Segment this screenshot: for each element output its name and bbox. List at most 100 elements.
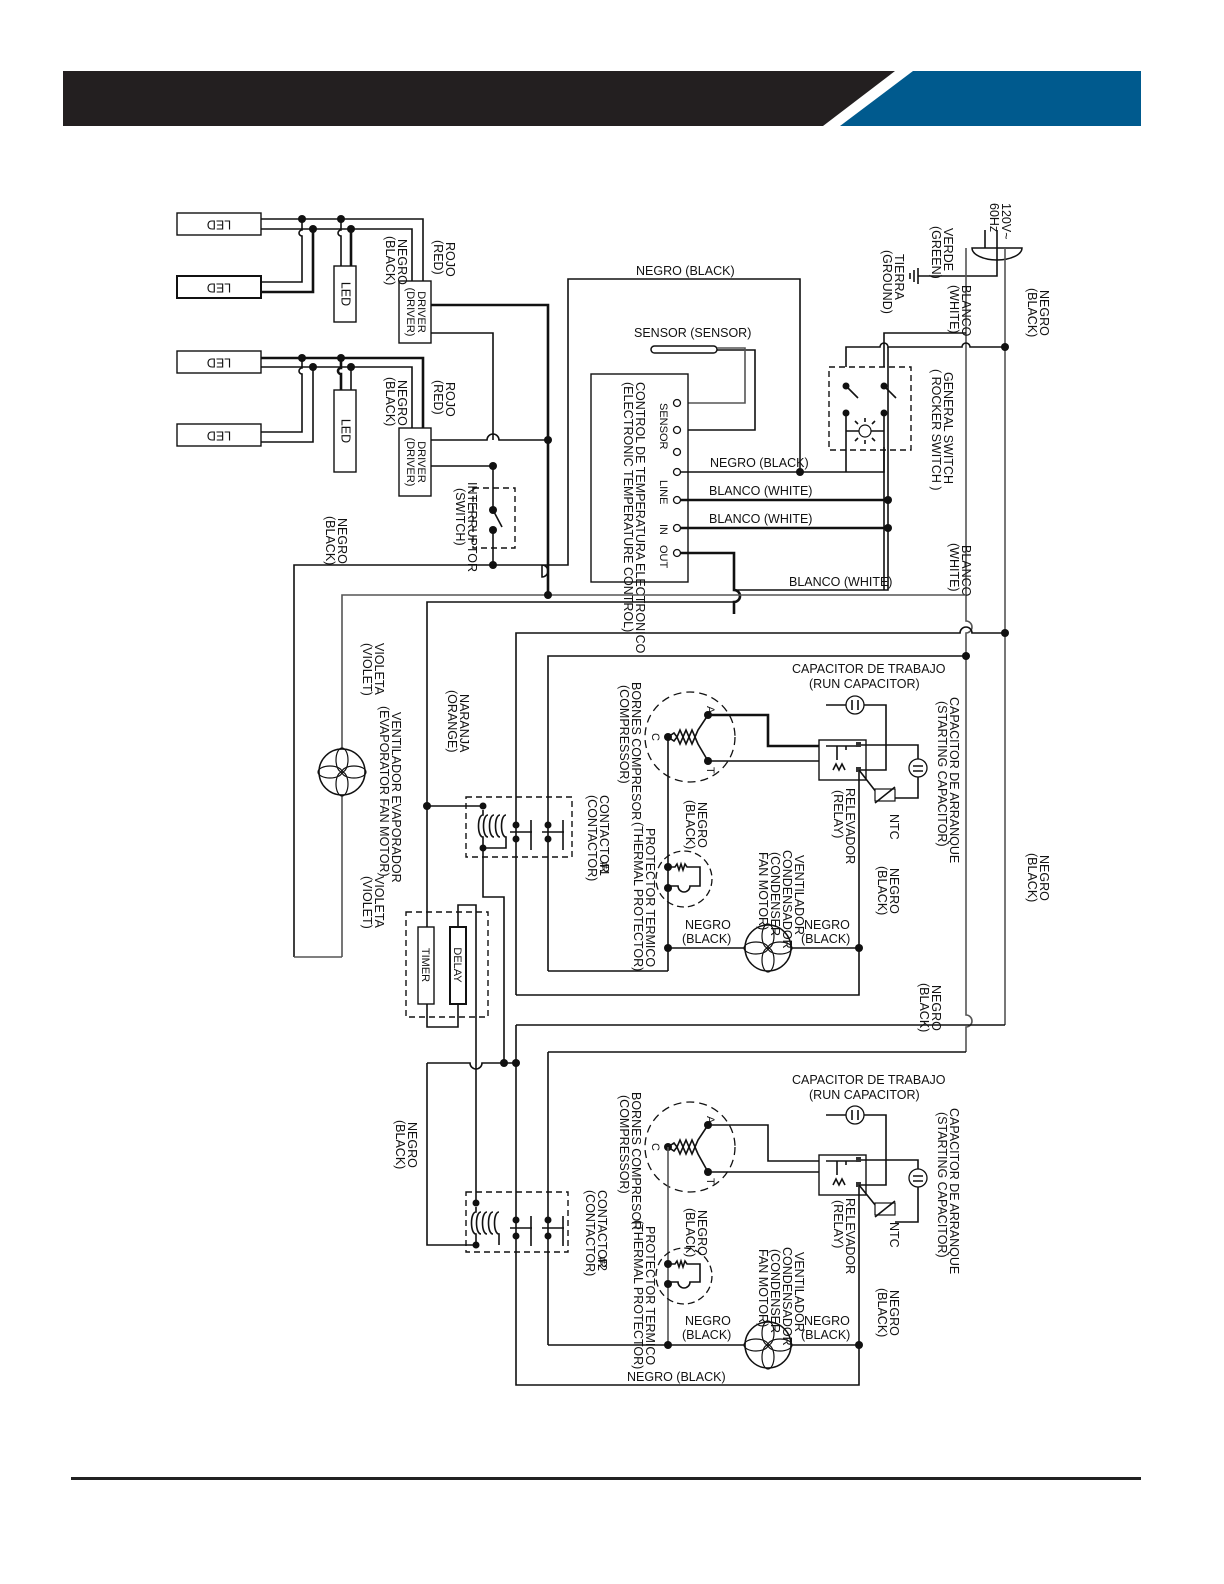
led-2 [176,275,262,299]
wire-label: C [649,733,661,741]
wire-label: (GROUND) [880,250,894,314]
wire-label: (RED) [431,240,445,275]
wire-label: (DRIVER) [404,288,416,337]
wire-label: NEGRO [887,1290,901,1336]
wire-label: CAPACITOR DE ARRANQUE [947,697,961,863]
wire-label: CONDENSADOR [780,850,794,949]
wire-label: NEGRO [335,518,349,564]
led-group-bottom: LED LED LED DRIVER (DRIVER) ROJO (RED) N… [176,350,457,497]
wire-label: (CONDENSER [768,1249,782,1333]
wire-label: LED [207,281,231,295]
contactor-2: CONTACTOR (CONTACTOR) #2 [465,1063,609,1276]
wire-label: A [704,1116,716,1124]
wire-label: (DRIVER) [404,438,416,487]
wire-label: C [649,1143,661,1151]
wire-label: TIMER [419,948,431,982]
wire-label: (STARTING CAPACITOR) [935,1112,949,1258]
wire-label: (CONTACTOR) [583,1190,597,1276]
wire-label: ( ROCKER SWITCH ) [929,369,943,491]
wire-label: RELEVADOR [843,788,857,864]
wire-label: OUT [657,545,669,569]
wire-label: NEGRO [685,918,731,932]
wire-label: LINE [657,480,669,504]
page-header-bar [63,71,1141,126]
wire-label: CONTACTOR [597,795,611,873]
wire-label: CONDENSADOR [780,1247,794,1346]
wire-label: VENTILADOR [792,1252,806,1332]
wire-label: CAPACITOR DE TRABAJO [792,1073,946,1087]
wire-label: (BLACK) [683,800,697,849]
wire-label: NEGRO (BLACK) [710,456,809,470]
wire-label: A [704,706,716,714]
wire-label: (WHITE) [947,543,961,592]
header-dark-band [63,71,895,126]
wire-label: (ORANGE) [445,690,459,753]
wire-label: IN [657,524,669,535]
wire-label: CONTROL DE TEMPERATURA ELECTRONICO [633,382,647,654]
wire-label: LED [207,356,231,370]
wire-label: (BLACK) [323,516,337,565]
power-plug: 120V~ 60Hz VERDE (GREEN) TIERRA (GROUND) [880,203,1023,314]
wire-label: CAPACITOR DE TRABAJO [792,662,946,676]
wire-label: ROJO [443,382,457,417]
wire-label: (SWITCH) [453,488,467,546]
led-1 [176,212,262,236]
wire-label: BLANCO (WHITE) [789,575,892,589]
timer-delay-module: TIMER DELAY [405,904,489,1063]
general-rocker-switch: GENERAL SWITCH ( ROCKER SWITCH ) [828,332,1009,590]
wire-label: BORNES COMPRESOR [629,682,643,820]
wire-label: 120V~ [999,203,1013,240]
wire-label: NEGRO [1037,855,1051,901]
led-6 [333,389,357,473]
wire-label: T [704,767,716,774]
wire-label: (VIOLET) [360,876,374,929]
contactor-1: CONTACTOR (CONTACTOR) #1 [427,795,611,881]
wire-label: BLANCO [959,545,973,597]
wire-label: NEGRO [804,918,850,932]
wire-label: (BLACK) [801,932,850,946]
wire-label: (THERMAL PROTECTOR) [631,1220,645,1369]
wire-label: NEGRO [405,1122,419,1168]
wire-label: NEGRO (BLACK) [627,1370,726,1384]
wire-label: ROJO [443,242,457,277]
wire-label: (BLACK) [683,1208,697,1257]
wire-label: FAN MOTOR) [756,852,770,930]
wire-label: DRIVER [415,441,427,483]
wire-label: (BLACK) [875,866,889,915]
wire-label: (COMPRESSOR) [617,1095,631,1194]
wire-label: NEGRO (BLACK) [636,264,735,278]
wire-label: 60Hz [987,203,1001,232]
wire-label: NTC [887,1222,901,1248]
wire-label: LED [207,218,231,232]
wire-label: RELEVADOR [843,1198,857,1274]
wire-label: (BLACK) [875,1288,889,1337]
wire-label: NEGRO [929,985,943,1031]
wire-label: (BLACK) [383,236,397,285]
wire-label: (BLACK) [801,1328,850,1342]
wire-label: PROTECTOR TERMICO [643,828,657,967]
wire-label: NARANJA [457,694,471,753]
wire-label: DRIVER [415,291,427,333]
wire-label: (RED) [431,380,445,415]
compressor-circuit-2: A C T BORNES COMPRESOR (COMPRESSOR) CAPA… [548,1073,961,1370]
wire-label: T [704,1178,716,1185]
wire-label: #2 [595,1257,609,1271]
wire-label: BLANCO [959,285,973,337]
wire-label: CONTACTOR [595,1190,609,1268]
electronic-temperature-control: SENSOR LINE IN OUT CONTROL DE TEMPERATUR… [590,373,689,654]
wire-label: LED [207,429,231,443]
wire-label: INTERRUPTOR [465,482,479,572]
wire-label: DELAY [451,947,463,983]
wire-label: (BLACK) [1025,288,1039,337]
interruptor-switch: INTERRUPTOR (SWITCH) [453,466,516,572]
wire-label: LED [339,282,353,306]
wire-label: (BLACK) [1025,853,1039,902]
wire-label: (STARTING CAPACITOR) [935,701,949,847]
temperature-sensor: SENSOR (SENSOR) [634,326,756,431]
wire-label: BLANCO (WHITE) [709,512,812,526]
wire-label: GENERAL SWITCH [941,372,955,484]
wire-label: SENSOR [657,403,669,450]
wire-label: VENTILADOR [792,855,806,935]
wire-label: (BLACK) [682,932,731,946]
